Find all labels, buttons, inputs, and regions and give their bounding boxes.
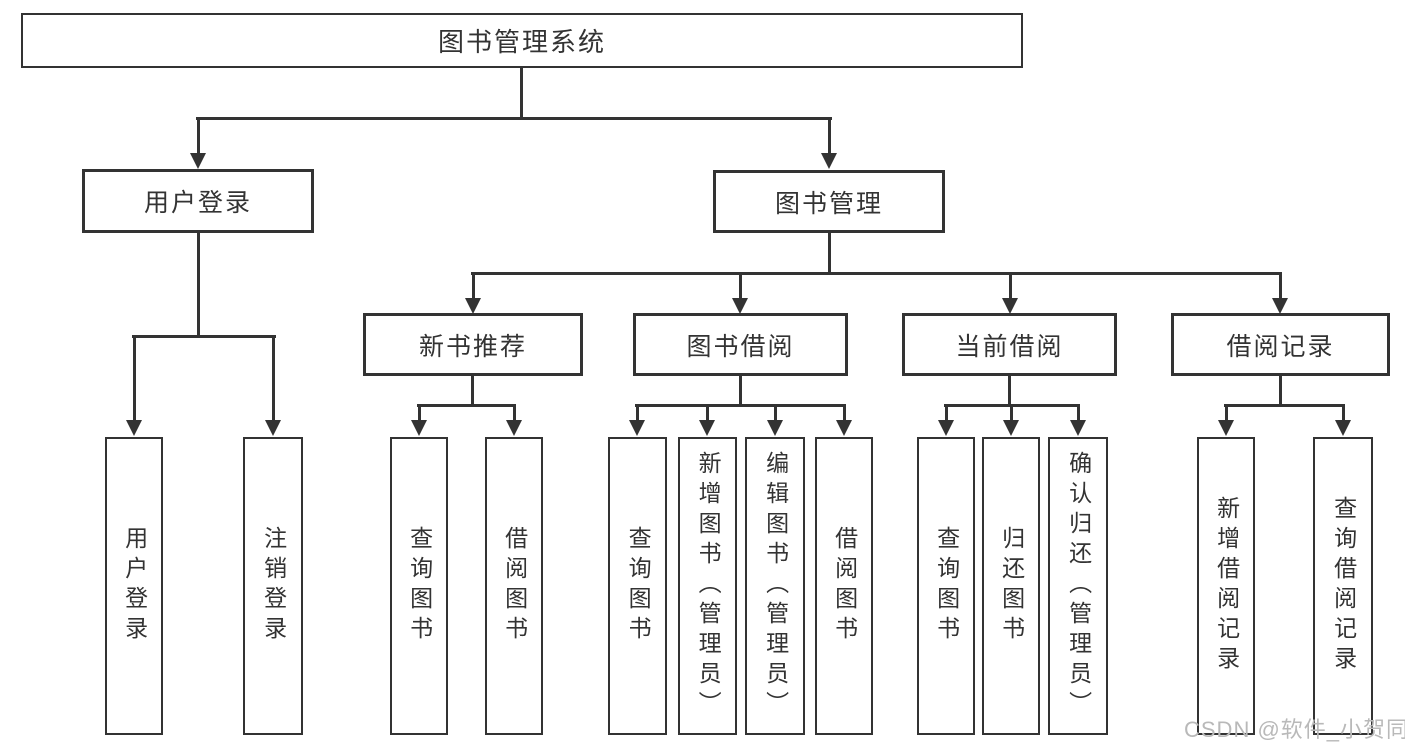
arrow-down-icon (629, 420, 645, 436)
leaf-label: 新增图书（管理员） (695, 451, 722, 721)
arrow-down-icon (1070, 420, 1086, 436)
connector-arrow-shaft (197, 117, 200, 153)
connector-arrow-shaft (828, 117, 831, 153)
arrow-down-icon (506, 420, 522, 436)
connector-line (828, 233, 831, 274)
arrow-down-icon (1335, 420, 1351, 436)
connector-arrow-shaft (945, 404, 948, 420)
arrow-down-icon (1003, 420, 1019, 436)
leaf-add-borrow-record: 新增借阅记录 (1197, 437, 1255, 735)
leaf-borrow-books-recommend: 借阅图书 (485, 437, 543, 735)
leaf-label: 确认归还（管理员） (1065, 451, 1092, 721)
leaf-label: 用户登录 (121, 526, 148, 646)
connector-arrow-shaft (1009, 272, 1012, 298)
arrow-down-icon (836, 420, 852, 436)
arrow-down-icon (938, 420, 954, 436)
arrow-down-icon (699, 420, 715, 436)
leaf-edit-books-admin: 编辑图书（管理员） (745, 437, 805, 735)
connector-line (739, 376, 742, 406)
node-book-management: 图书管理 (713, 170, 945, 233)
connector-line (197, 233, 200, 337)
arrow-down-icon (265, 420, 281, 436)
leaf-label: 查询图书 (933, 526, 960, 646)
connector-arrow-shaft (843, 404, 846, 420)
leaf-borrow-books-borrowing: 借阅图书 (815, 437, 873, 735)
watermark: CSDN @软件_小贺同学 (1184, 717, 1405, 742)
arrow-down-icon (411, 420, 427, 436)
connector-line (471, 376, 474, 406)
connector-arrow-shaft (636, 404, 639, 420)
leaf-confirm-return-admin: 确认归还（管理员） (1048, 437, 1108, 735)
leaf-label: 编辑图书（管理员） (762, 451, 789, 721)
leaf-query-books-recommend: 查询图书 (390, 437, 448, 735)
connector-arrow-shaft (1010, 404, 1013, 420)
connector-arrow-shaft (774, 404, 777, 420)
leaf-label: 查询图书 (406, 526, 433, 646)
arrow-down-icon (1218, 420, 1234, 436)
connector-arrow-shaft (1077, 404, 1080, 420)
arrow-down-icon (465, 298, 481, 314)
connector-arrow-shaft (513, 404, 516, 420)
arrow-down-icon (767, 420, 783, 436)
leaf-logout: 注销登录 (243, 437, 303, 735)
leaf-label: 新增借阅记录 (1213, 496, 1240, 676)
connector-arrow-shaft (418, 404, 421, 420)
arrow-down-icon (1002, 298, 1018, 314)
connector-arrow-shaft (472, 272, 475, 298)
leaf-label: 借阅图书 (501, 526, 528, 646)
leaf-query-books-current: 查询图书 (917, 437, 975, 735)
connector-line (635, 404, 846, 407)
node-book-borrowing: 图书借阅 (633, 313, 848, 376)
connector-arrow-shaft (1342, 404, 1345, 420)
leaf-query-books-borrowing: 查询图书 (608, 437, 667, 735)
connector-line (1279, 376, 1282, 406)
leaf-return-books: 归还图书 (982, 437, 1040, 735)
connector-arrow-shaft (1225, 404, 1228, 420)
node-borrowing-records: 借阅记录 (1171, 313, 1390, 376)
leaf-label: 注销登录 (260, 526, 287, 646)
arrow-down-icon (732, 298, 748, 314)
connector-line (520, 68, 523, 119)
leaf-label: 查询借阅记录 (1330, 496, 1357, 676)
arrow-down-icon (190, 153, 206, 169)
arrow-down-icon (821, 153, 837, 169)
node-current-borrowing: 当前借阅 (902, 313, 1117, 376)
connector-line (1008, 376, 1011, 406)
leaf-label: 查询图书 (625, 526, 652, 646)
connector-line (1224, 404, 1345, 407)
connector-line (132, 335, 276, 338)
leaf-query-borrow-record: 查询借阅记录 (1313, 437, 1373, 735)
connector-line (417, 404, 516, 407)
connector-line (196, 117, 832, 120)
node-root: 图书管理系统 (21, 13, 1023, 68)
node-new-book-recommend: 新书推荐 (363, 313, 583, 376)
connector-arrow-shaft (739, 272, 742, 298)
connector-line (471, 272, 1282, 275)
connector-arrow-shaft (706, 404, 709, 420)
connector-arrow-shaft (272, 335, 275, 420)
arrow-down-icon (126, 420, 142, 436)
node-user-login: 用户登录 (82, 169, 314, 233)
arrow-down-icon (1272, 298, 1288, 314)
leaf-add-books-admin: 新增图书（管理员） (678, 437, 737, 735)
connector-arrow-shaft (1279, 272, 1282, 298)
leaf-label: 归还图书 (998, 526, 1025, 646)
leaf-user-login: 用户登录 (105, 437, 163, 735)
leaf-label: 借阅图书 (831, 526, 858, 646)
connector-arrow-shaft (133, 335, 136, 420)
